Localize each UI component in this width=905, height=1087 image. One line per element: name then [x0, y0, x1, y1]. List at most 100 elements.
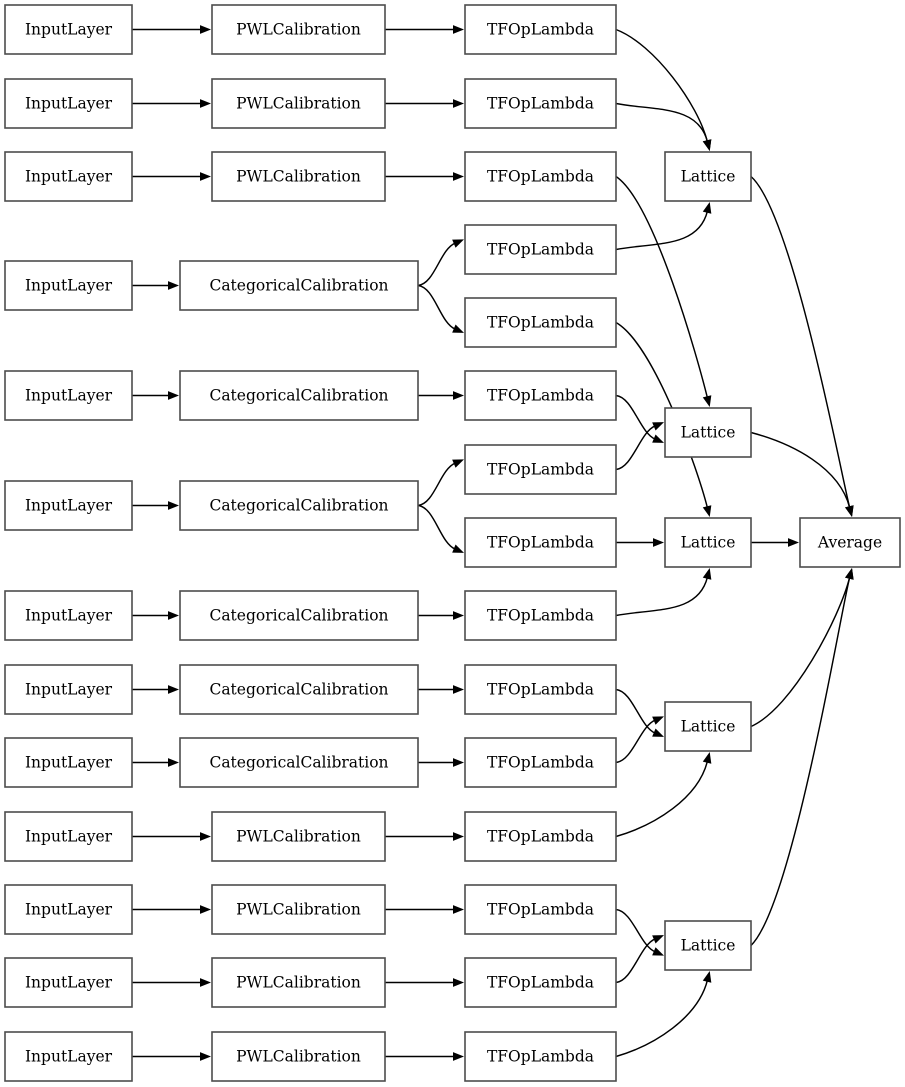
node-box-lat3[interactable] [664, 517, 752, 568]
node-label-op1: TFOpLambda [487, 21, 594, 39]
node-cal10[interactable]: PWLCalibration [211, 811, 386, 862]
node-box-in13[interactable] [4, 1031, 133, 1082]
node-box-op1[interactable] [464, 4, 617, 55]
node-lat2[interactable]: Lattice [664, 407, 752, 458]
node-box-in3[interactable] [4, 151, 133, 202]
node-box-cal7[interactable] [179, 590, 419, 641]
edge-op14-to-lat5 [615, 938, 656, 984]
node-box-cal5[interactable] [179, 370, 419, 421]
node-op3[interactable]: TFOpLambda [464, 151, 617, 202]
node-op10[interactable]: TFOpLambda [464, 664, 617, 715]
node-op8[interactable]: TFOpLambda [464, 517, 617, 568]
node-box-in7[interactable] [4, 590, 133, 641]
node-box-in9[interactable] [4, 737, 133, 788]
node-box-cal1[interactable] [211, 4, 386, 55]
node-box-op9[interactable] [464, 590, 617, 641]
arrowhead-op4-to-lat1 [702, 202, 712, 214]
node-cal9[interactable]: CategoricalCalibration [179, 737, 419, 788]
node-op14[interactable]: TFOpLambda [464, 957, 617, 1008]
node-box-op2[interactable] [464, 78, 617, 129]
node-cal8[interactable]: CategoricalCalibration [179, 664, 419, 715]
node-in2[interactable]: InputLayer [4, 78, 133, 129]
node-box-cal9[interactable] [179, 737, 419, 788]
node-box-op10[interactable] [464, 664, 617, 715]
node-box-in11[interactable] [4, 884, 133, 935]
node-box-op15[interactable] [464, 1031, 617, 1082]
node-box-in8[interactable] [4, 664, 133, 715]
node-in4[interactable]: InputLayer [4, 260, 133, 311]
node-box-cal10[interactable] [211, 811, 386, 862]
node-box-lat1[interactable] [664, 151, 752, 202]
node-box-op14[interactable] [464, 957, 617, 1008]
node-box-in1[interactable] [4, 4, 133, 55]
node-box-avg[interactable] [799, 517, 901, 568]
node-box-op3[interactable] [464, 151, 617, 202]
node-lat5[interactable]: Lattice [664, 920, 752, 971]
node-lat4[interactable]: Lattice [664, 701, 752, 752]
node-box-in2[interactable] [4, 78, 133, 129]
node-op15[interactable]: TFOpLambda [464, 1031, 617, 1082]
node-op12[interactable]: TFOpLambda [464, 811, 617, 862]
node-box-op6[interactable] [464, 370, 617, 421]
node-avg[interactable]: Average [799, 517, 901, 568]
node-box-cal4[interactable] [179, 260, 419, 311]
node-box-op11[interactable] [464, 737, 617, 788]
node-cal7[interactable]: CategoricalCalibration [179, 590, 419, 641]
node-box-cal8[interactable] [179, 664, 419, 715]
node-box-op8[interactable] [464, 517, 617, 568]
edge-op11-to-lat4 [615, 719, 656, 764]
node-box-op13[interactable] [464, 884, 617, 935]
node-cal3[interactable]: PWLCalibration [211, 151, 386, 202]
node-op11[interactable]: TFOpLambda [464, 737, 617, 788]
node-box-op12[interactable] [464, 811, 617, 862]
node-in11[interactable]: InputLayer [4, 884, 133, 935]
node-op1[interactable]: TFOpLambda [464, 4, 617, 55]
node-box-lat4[interactable] [664, 701, 752, 752]
node-box-in12[interactable] [4, 957, 133, 1008]
node-op5[interactable]: TFOpLambda [464, 297, 617, 348]
node-in12[interactable]: InputLayer [4, 957, 133, 1008]
node-cal1[interactable]: PWLCalibration [211, 4, 386, 55]
node-lat3[interactable]: Lattice [664, 517, 752, 568]
node-cal11[interactable]: PWLCalibration [211, 884, 386, 935]
node-box-op4[interactable] [464, 224, 617, 275]
node-op13[interactable]: TFOpLambda [464, 884, 617, 935]
node-box-cal3[interactable] [211, 151, 386, 202]
node-box-in10[interactable] [4, 811, 133, 862]
node-box-in6[interactable] [4, 480, 133, 531]
node-box-in4[interactable] [4, 260, 133, 311]
node-label-cal13: PWLCalibration [236, 1048, 361, 1066]
node-op4[interactable]: TFOpLambda [464, 224, 617, 275]
node-cal5[interactable]: CategoricalCalibration [179, 370, 419, 421]
node-box-op7[interactable] [464, 444, 617, 495]
node-box-lat5[interactable] [664, 920, 752, 971]
node-box-cal11[interactable] [211, 884, 386, 935]
node-op7[interactable]: TFOpLambda [464, 444, 617, 495]
node-box-lat2[interactable] [664, 407, 752, 458]
node-box-cal12[interactable] [211, 957, 386, 1008]
node-in10[interactable]: InputLayer [4, 811, 133, 862]
node-in1[interactable]: InputLayer [4, 4, 133, 55]
node-in13[interactable]: InputLayer [4, 1031, 133, 1082]
node-cal2[interactable]: PWLCalibration [211, 78, 386, 129]
node-box-cal6[interactable] [179, 480, 419, 531]
node-op6[interactable]: TFOpLambda [464, 370, 617, 421]
node-cal6[interactable]: CategoricalCalibration [179, 480, 419, 531]
node-cal13[interactable]: PWLCalibration [211, 1031, 386, 1082]
node-in7[interactable]: InputLayer [4, 590, 133, 641]
node-in6[interactable]: InputLayer [4, 480, 133, 531]
node-in9[interactable]: InputLayer [4, 737, 133, 788]
arrowhead-cal12-to-op14 [453, 978, 464, 987]
node-box-cal2[interactable] [211, 78, 386, 129]
node-lat1[interactable]: Lattice [664, 151, 752, 202]
node-cal4[interactable]: CategoricalCalibration [179, 260, 419, 311]
node-op9[interactable]: TFOpLambda [464, 590, 617, 641]
node-box-cal13[interactable] [211, 1031, 386, 1082]
node-in3[interactable]: InputLayer [4, 151, 133, 202]
node-cal12[interactable]: PWLCalibration [211, 957, 386, 1008]
node-box-op5[interactable] [464, 297, 617, 348]
node-in8[interactable]: InputLayer [4, 664, 133, 715]
node-in5[interactable]: InputLayer [4, 370, 133, 421]
node-box-in5[interactable] [4, 370, 133, 421]
node-op2[interactable]: TFOpLambda [464, 78, 617, 129]
